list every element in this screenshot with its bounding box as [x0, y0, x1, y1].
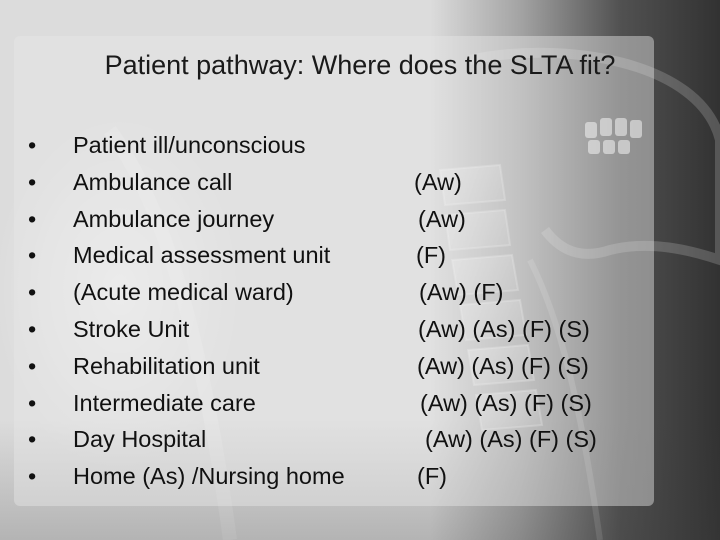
bullet: • [28, 242, 37, 269]
pathway-step-codes: (Aw) (F) [419, 279, 504, 306]
pathway-step-codes: (F) [417, 463, 448, 490]
list-item: • Intermediate care (Aw) (As) (F) (S) [28, 385, 668, 422]
list-item: • Medical assessment unit (F) [28, 237, 668, 274]
pathway-step-label: Stroke Unit [73, 315, 190, 342]
bullet: • [28, 426, 37, 453]
pathway-step-label: Ambulance call [73, 168, 233, 195]
xray-bottom-shade [0, 420, 720, 540]
pathway-step-label: Patient ill/unconscious [73, 132, 306, 158]
pathway-step-codes: (Aw) (As) (F) (S) [425, 426, 597, 453]
pathway-step-codes: (Aw) [414, 168, 462, 195]
bullet: • [28, 352, 37, 379]
pathway-step-label: Home (As) /Nursing home [73, 463, 345, 490]
bullet: • [28, 279, 37, 306]
pathway-step-codes: (F) [416, 242, 447, 269]
slide-title: Patient pathway: Where does the SLTA fit… [104, 50, 616, 80]
list-item: • Stroke Unit (Aw) (As) (F) (S) [28, 311, 668, 348]
pathway-step-label: Ambulance journey [73, 205, 275, 232]
pathway-step-label: Day Hospital [73, 426, 207, 453]
list-item: • Home (As) /Nursing home (F) [28, 458, 668, 495]
bullet: • [28, 315, 37, 342]
list-item: • Ambulance call (Aw) [28, 164, 668, 201]
bullet: • [28, 168, 37, 195]
pathway-step-label: (Acute medical ward) [73, 279, 294, 306]
pathway-step-codes: (Aw) (As) (F) (S) [418, 315, 590, 342]
list-item: • Rehabilitation unit (Aw) (As) (F) (S) [28, 348, 668, 385]
bullet: • [28, 132, 37, 158]
list-item: • Ambulance journey (Aw) [28, 201, 668, 238]
pathway-step-label: Rehabilitation unit [73, 352, 260, 379]
pathway-list: • Patient ill/unconscious • Ambulance ca… [28, 127, 668, 495]
pathway-step-codes: (Aw) [418, 205, 466, 232]
pathway-step-label: Medical assessment unit [73, 242, 331, 269]
pathway-step-codes: (Aw) (As) (F) (S) [420, 389, 592, 416]
bullet: • [28, 389, 37, 416]
list-item: • (Acute medical ward) (Aw) (F) [28, 274, 668, 311]
text-panel [14, 36, 654, 506]
pathway-step-codes: (Aw) (As) (F) (S) [417, 352, 589, 379]
list-item: • Patient ill/unconscious [28, 127, 668, 164]
bullet: • [28, 205, 37, 232]
bullet: • [28, 463, 37, 490]
pathway-step-label: Intermediate care [73, 389, 256, 416]
list-item: • Day Hospital (Aw) (As) (F) (S) [28, 421, 668, 458]
